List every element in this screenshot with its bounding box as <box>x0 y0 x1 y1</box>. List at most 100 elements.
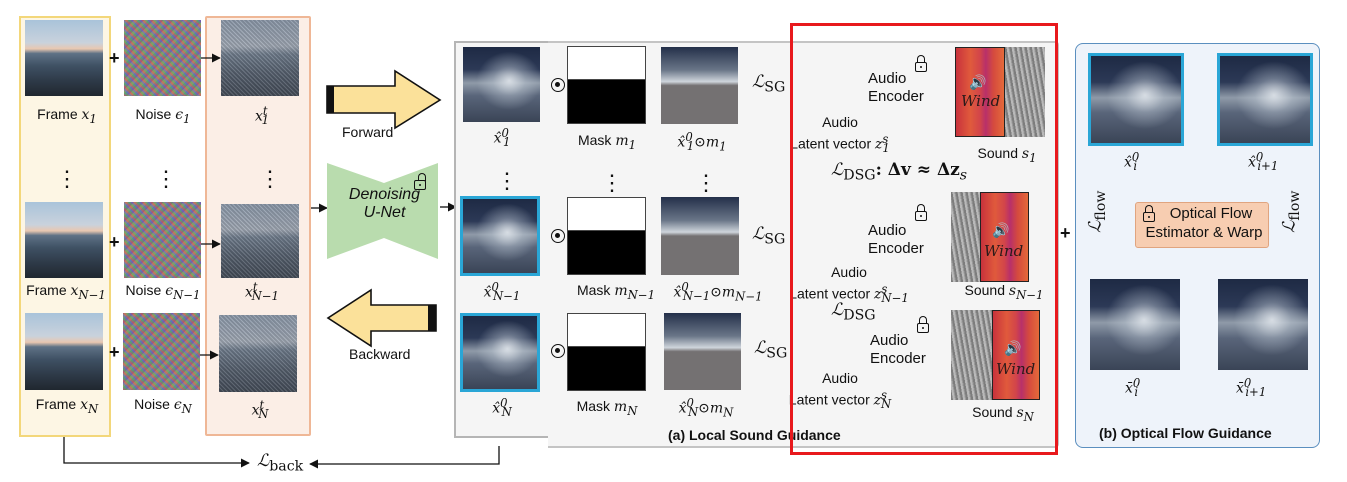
noise-label-text: Noise <box>134 396 174 412</box>
masked-image-2 <box>661 197 739 275</box>
ellipsis-masks: ⋮ <box>601 170 623 195</box>
latent-label-line1: Audio <box>831 264 867 280</box>
output-image-3 <box>460 313 540 392</box>
mask-label-2: Mask mN−1 <box>566 282 666 302</box>
flow-image-xi1 <box>1217 53 1313 146</box>
unlock-icon <box>414 173 426 190</box>
masked-sub2: 1 <box>719 139 727 154</box>
mask-image-1 <box>567 46 646 124</box>
output-sub: 1 <box>502 135 511 150</box>
noise-image-2 <box>124 202 201 278</box>
loss-sg-symbol: ℒ <box>752 224 765 244</box>
loss-sg-symbol: ℒ <box>752 72 765 92</box>
flow-sup: 0 <box>1255 150 1264 164</box>
sound-var: s <box>1016 405 1024 421</box>
noise-var: ϵ <box>165 283 174 299</box>
encoder-line2: Encoder <box>868 88 924 105</box>
latent-var: z <box>875 136 883 153</box>
mask-var: m <box>614 283 628 299</box>
noisy-sup: t <box>252 280 258 294</box>
ellipsis-frames: ⋮ <box>56 166 78 191</box>
flow-label-xi: x̂0i <box>1124 150 1140 173</box>
loss-flow-left: ℒflow <box>1085 191 1108 233</box>
plus-sign-panels: + <box>1060 223 1071 243</box>
noisy-sup: t <box>262 104 268 118</box>
masked-sub2: N <box>723 405 734 420</box>
masked-sub2: N−1 <box>735 289 763 304</box>
lback-arrow-right <box>309 446 500 469</box>
ellipsis-masked: ⋮ <box>695 170 717 195</box>
lback-arrow-left <box>63 437 250 468</box>
loss-dsg-eq: : Δv ≈ Δz <box>875 160 960 180</box>
masked-sub: 1 <box>686 139 695 154</box>
mask-var: m <box>615 133 629 149</box>
flow-image-xi <box>1088 53 1184 146</box>
masked-sup: 0 <box>685 130 693 144</box>
noisy-image-3 <box>219 315 297 392</box>
mask-image-3 <box>567 313 646 391</box>
loss-sg-1: ℒSG <box>752 72 785 95</box>
frame-var: x <box>70 283 79 299</box>
flow-sub: i <box>1134 385 1139 400</box>
frame-image-1 <box>25 20 103 96</box>
loss-sg-sub: SG <box>766 345 788 362</box>
noise-image-3 <box>123 313 200 390</box>
wind-label-3: Wind <box>996 360 1036 378</box>
wind-label-2: Wind <box>984 242 1024 260</box>
flow-label-bar-xi1: x̄0i+1 <box>1236 376 1266 399</box>
loss-dsg-sub: DSG <box>843 307 876 324</box>
mask-label-text: Mask <box>577 132 616 148</box>
noisy-sub: N−1 <box>251 289 279 304</box>
forward-label: Forward <box>342 124 394 140</box>
sound-texture-1 <box>1005 47 1045 137</box>
flow-sup: 0 <box>1132 376 1141 390</box>
lock-icon-encoder-1 <box>915 55 927 72</box>
optical-flow-title: (b) Optical Flow Guidance <box>1099 425 1272 441</box>
unet-shape <box>327 163 438 259</box>
mask-label-text: Mask <box>576 398 614 414</box>
forward-arrow <box>326 69 442 130</box>
flow-sup: 0 <box>1243 376 1252 390</box>
latent-sub: N−1 <box>881 291 909 306</box>
flow-sup: 0 <box>1131 150 1140 164</box>
unet-label-line2: U-Net <box>363 204 406 221</box>
output-sup: 0 <box>500 396 508 410</box>
backward-arrow-tail <box>428 305 436 331</box>
latent-label-line2: Latent vector <box>788 391 874 408</box>
loss-sg-3: ℒSG <box>754 338 787 361</box>
output-var: x̂ <box>493 130 502 147</box>
sound-texture-3 <box>951 310 993 400</box>
noisy-var: x <box>245 284 253 301</box>
masked-var: x̂ <box>677 134 686 151</box>
noise-label-2: Noise ϵN−1 <box>118 282 208 302</box>
flow-box-line1: Optical Flow <box>1169 205 1253 222</box>
flow-box-line2: Estimator & Warp <box>1145 224 1263 241</box>
encoder-line1: Audio <box>868 70 907 87</box>
ellipsis-outputs: ⋮ <box>496 168 518 193</box>
noisy-sub: N <box>258 407 269 422</box>
flow-var: x̂ <box>1124 154 1132 171</box>
hadamard-icon-3 <box>551 344 565 358</box>
spectrogram-2 <box>980 192 1029 282</box>
loss-dsg-symbol: ℒ <box>831 300 844 320</box>
latent-label-1: Audio Latent vector zs1 <box>770 114 910 157</box>
output-label-3: x̂0N <box>462 396 542 419</box>
unet-label: Denoising U-Net <box>332 186 437 222</box>
mask-label-3: Mask mN <box>565 398 649 418</box>
frame-var: x <box>81 107 90 123</box>
frame-sub: 1 <box>89 111 97 126</box>
output-image-1 <box>463 47 540 122</box>
frame-label-text: Frame <box>35 396 81 412</box>
loss-dsg-sub: DSG <box>843 167 876 184</box>
noise-label-text: Noise <box>125 282 166 298</box>
latent-label-2: Audio Latent vector zsN−1 <box>774 264 924 307</box>
noisy-image-1 <box>221 20 299 96</box>
flow-label-bar-xi: x̄0i <box>1125 376 1141 400</box>
masked-sub: N−1 <box>682 289 711 304</box>
loss-dsg-2: ℒDSG <box>831 300 876 323</box>
speaker-icon-3: 🔊 <box>1004 340 1022 356</box>
plus-sign-3: + <box>109 342 120 362</box>
flow-var: x̄ <box>1125 380 1133 397</box>
loss-dsg-symbol: ℒ <box>831 160 844 180</box>
